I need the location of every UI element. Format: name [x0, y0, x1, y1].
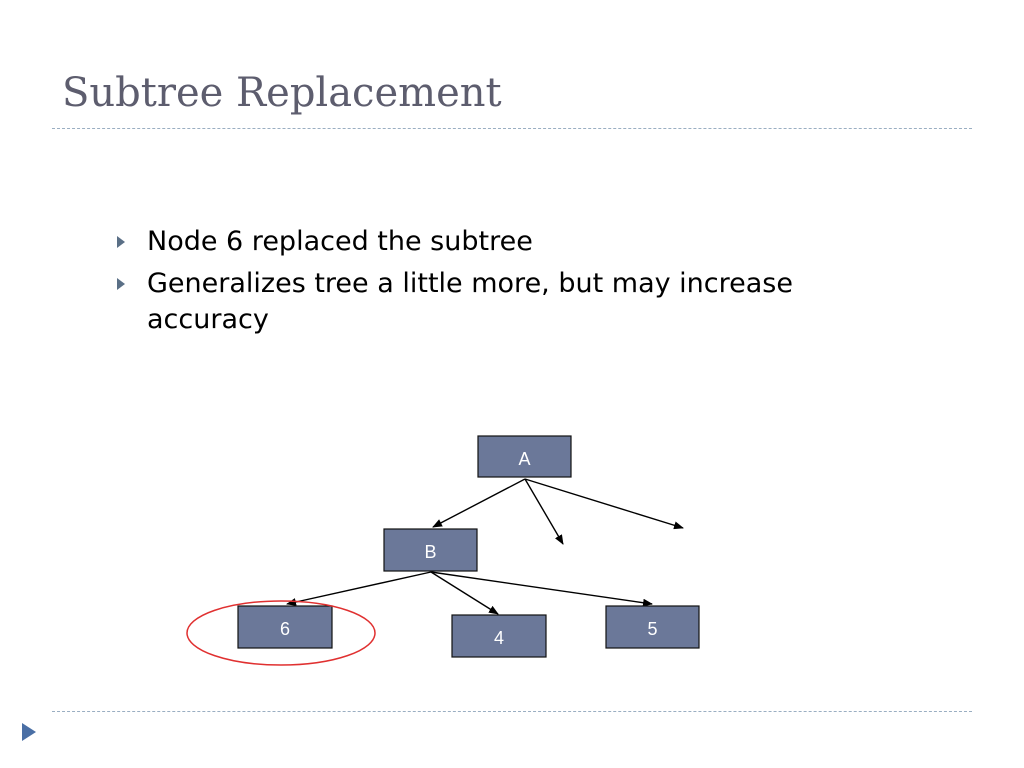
tree-node-box [451, 614, 547, 658]
slide-title: Subtree Replacement [62, 70, 502, 116]
tree-node-label: 4 [494, 628, 504, 648]
tree-edge-B-6 [286, 571, 432, 606]
tree-edge-B-4 [430, 571, 499, 615]
footer-divider [52, 711, 972, 712]
tree-edge-A-B [432, 478, 526, 528]
tree-node-5: 5 [605, 605, 700, 649]
highlight-ellipse [186, 600, 376, 666]
tree-node-label: 5 [647, 619, 657, 639]
bullet-text: Node 6 replaced the subtree [147, 226, 533, 257]
tree-edge-B-5 [430, 571, 653, 607]
tree-node-box [605, 605, 700, 649]
tree-nodes: A B 6 4 5 [237, 435, 700, 658]
tree-edge-A-open-1 [524, 478, 564, 545]
tree-node-A: A [477, 435, 572, 478]
tree-edges [286, 478, 684, 615]
bullet-item: Generalizes tree a little more, but may … [117, 266, 897, 338]
tree-node-box [477, 435, 572, 478]
tree-edge-A-open-2 [524, 478, 684, 530]
tree-node-4: 4 [451, 614, 547, 658]
tree-node-label: 6 [280, 619, 290, 639]
tree-node-B: B [383, 528, 478, 572]
tree-node-label: A [518, 449, 530, 469]
title-divider [52, 128, 972, 129]
bullet-text: Generalizes tree a little more, but may … [147, 268, 793, 335]
tree-node-label: B [424, 542, 436, 562]
tree-node-6: 6 [237, 605, 333, 649]
tree-node-box [237, 605, 333, 649]
triangle-bullet-icon [117, 236, 125, 248]
bullet-item: Node 6 replaced the subtree [117, 224, 897, 260]
bullet-list: Node 6 replaced the subtree Generalizes … [117, 224, 897, 344]
triangle-bullet-icon [117, 278, 125, 290]
tree-node-box [383, 528, 478, 572]
play-triangle-icon [22, 723, 36, 741]
